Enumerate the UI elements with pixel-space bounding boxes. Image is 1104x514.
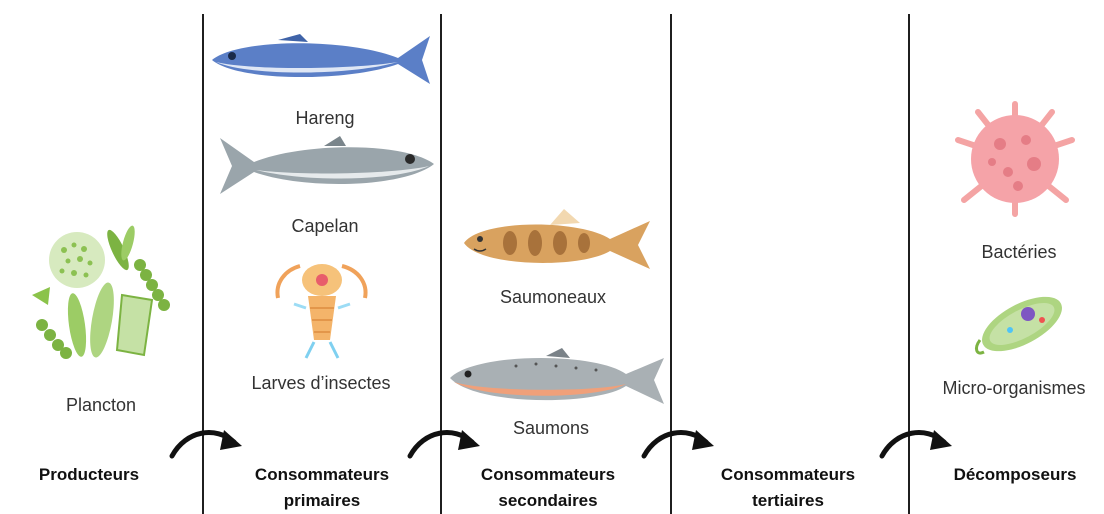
young-salmon-icon: [460, 205, 655, 277]
herring-icon: [208, 30, 436, 90]
category-decomposeurs: Décomposeurs: [930, 462, 1100, 488]
category-secondaires: Consommateurs secondaires: [450, 462, 646, 514]
category-line: secondaires: [450, 488, 646, 514]
plankton-icon: [22, 225, 177, 375]
category-line: Consommateurs: [690, 462, 886, 488]
arrow-icon: [878, 422, 958, 462]
arrow-icon: [406, 422, 486, 462]
label-larves: Larves d’insectes: [236, 373, 406, 394]
arrow-icon: [168, 422, 248, 462]
capelin-icon: [214, 132, 438, 202]
label-saumons: Saumons: [486, 418, 616, 439]
category-line: Décomposeurs: [930, 462, 1100, 488]
microorganism-icon: [970, 290, 1070, 362]
category-producteurs: Producteurs: [14, 462, 164, 488]
label-capelan: Capelan: [270, 216, 380, 237]
category-line: Consommateurs: [450, 462, 646, 488]
label-micro: Micro-organismes: [924, 378, 1104, 399]
category-line: Consommateurs: [226, 462, 418, 488]
category-line: Producteurs: [14, 462, 164, 488]
category-line: tertiaires: [690, 488, 886, 514]
category-line: primaires: [226, 488, 418, 514]
bacteria-icon: [948, 100, 1082, 218]
category-primaires: Consommateurs primaires: [226, 462, 418, 514]
label-saumoneaux: Saumoneaux: [478, 287, 628, 308]
label-bacteries: Bactéries: [954, 242, 1084, 263]
label-hareng: Hareng: [270, 108, 380, 129]
arrow-icon: [640, 422, 720, 462]
label-plancton: Plancton: [44, 395, 158, 416]
category-tertiaires: Consommateurs tertiaires: [690, 462, 886, 514]
salmon-icon: [446, 346, 668, 412]
insect-larva-icon: [270, 258, 375, 363]
